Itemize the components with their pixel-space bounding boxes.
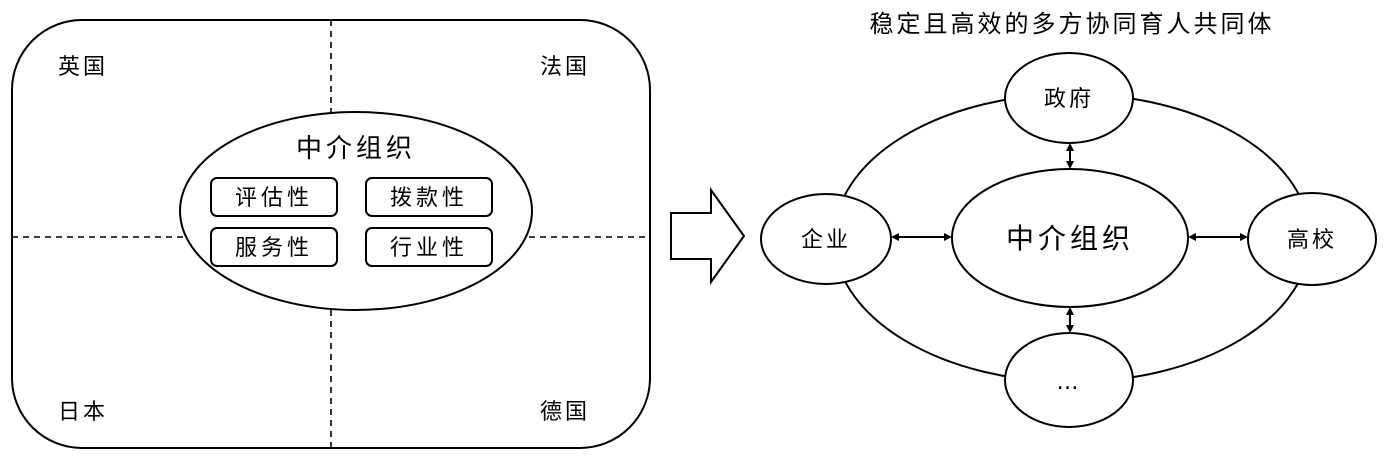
trait-box-funding — [365, 177, 493, 217]
node-university — [1247, 192, 1377, 286]
intermediary-title: 中介组织 — [296, 134, 416, 164]
country-label-uk: 英国 — [58, 55, 108, 80]
community-title: 稳定且高效的多方协同育人共同体 — [870, 10, 1275, 38]
transition-arrow-icon — [670, 186, 746, 286]
country-label-france: 法国 — [540, 55, 590, 80]
node-others — [1004, 332, 1134, 428]
node-enterprise-label: 企业 — [801, 228, 851, 253]
trait-box-industry — [365, 227, 493, 267]
intermediary-ellipse — [179, 111, 533, 311]
node-others-label: … — [1057, 370, 1082, 395]
country-label-germany: 德国 — [540, 400, 590, 425]
trait-label-evaluation: 评估性 — [235, 186, 313, 211]
trait-label-service: 服务性 — [235, 236, 313, 261]
trait-box-evaluation — [210, 177, 338, 217]
country-label-japan: 日本 — [58, 400, 108, 425]
node-intermediary-label: 中介组织 — [1006, 222, 1134, 255]
trait-label-industry: 行业性 — [390, 236, 468, 261]
node-government-label: 政府 — [1044, 87, 1094, 112]
left-panel: 英国 法国 日本 德国 中介组织 评估性 拨款性 服务性 行业性 — [11, 19, 651, 449]
right-panel: 稳定且高效的多方协同育人共同体 政府 企业 中介组织 高校 … — [760, 10, 1377, 428]
node-university-label: 高校 — [1287, 228, 1337, 253]
trait-box-service — [210, 227, 338, 267]
trait-label-funding: 拨款性 — [390, 186, 468, 211]
